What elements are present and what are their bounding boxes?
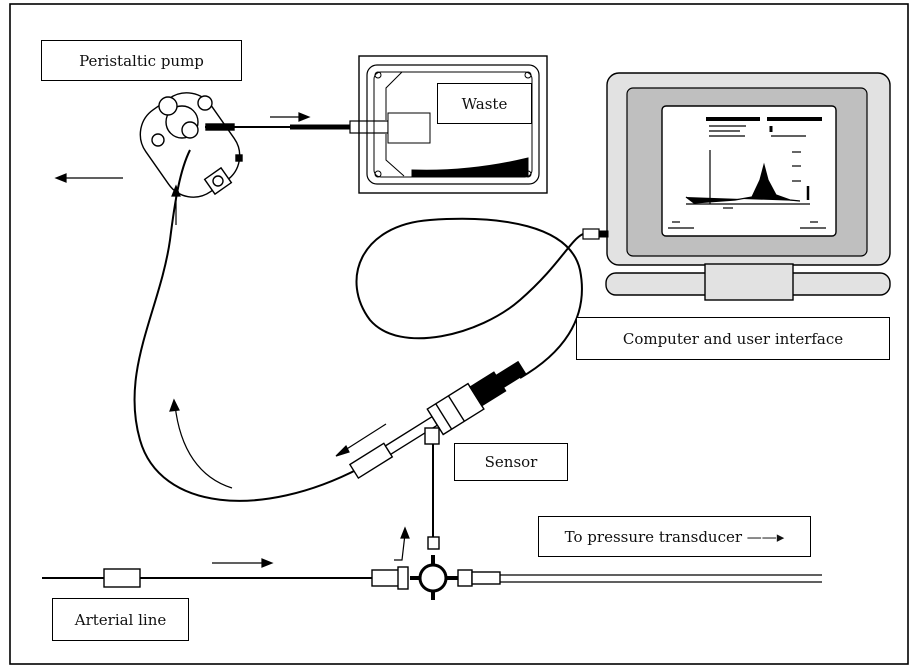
figure-border [9,3,909,665]
screen-graph [668,117,826,229]
pressure-transducer-label: To pressure transducer ——▸ [538,516,811,557]
flow-arrows [54,112,410,568]
sensor-label: Sensor [454,443,568,481]
computer-monitor [605,72,891,301]
peristaltic-pump-device [139,92,243,198]
sensor-assembly [348,360,527,480]
waste-tube [205,120,389,134]
arterial-connector [103,568,141,588]
computer-connector [582,228,609,240]
waste-container [358,55,548,194]
arterial-line-label: Arterial line [52,598,189,641]
stopcock [371,536,501,600]
peristaltic-pump-label: Peristaltic pump [41,40,242,81]
computer-label: Computer and user interface [576,317,890,360]
waste-label: Waste [437,83,532,124]
tubing [42,149,822,583]
